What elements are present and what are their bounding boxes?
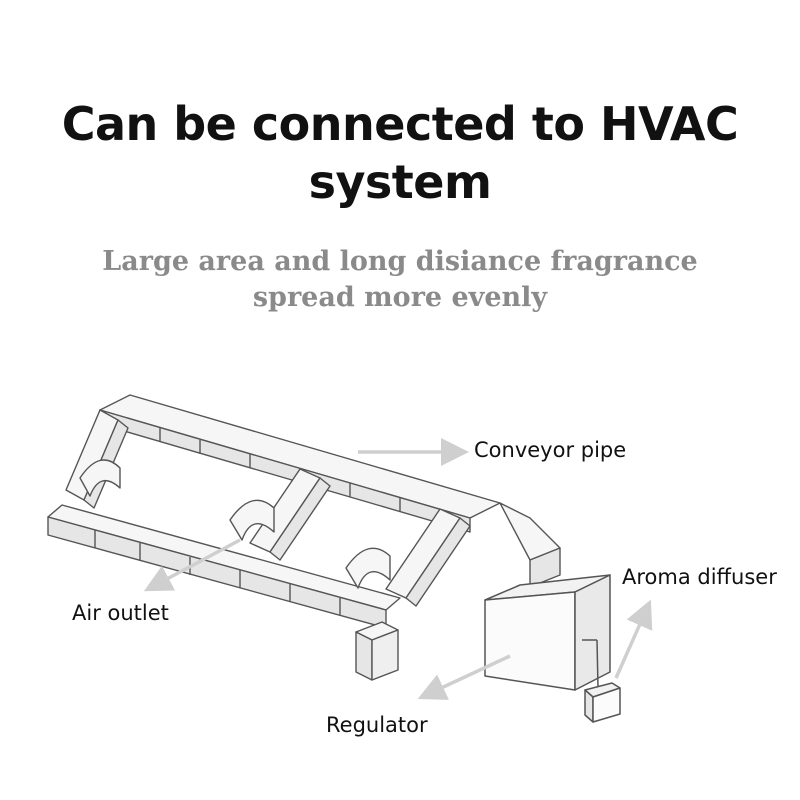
air-outlet-label: Air outlet: [72, 601, 169, 625]
pointer-arrows: [143, 438, 653, 700]
outlet-elbow-right: [345, 547, 391, 589]
air-outlet-arrow: [143, 538, 241, 592]
subtitle-line-1: Large area and long disiance fragrance: [102, 246, 698, 277]
page-title: Can be connected to HVAC system: [0, 95, 800, 211]
conveyor-pipe-label: Conveyor pipe: [474, 438, 627, 462]
title-line-2: system: [308, 155, 492, 209]
regulator-feed-duct: [499, 502, 561, 588]
middle-cross-duct: [249, 468, 331, 561]
regulator-arrow: [417, 654, 511, 700]
page-subtitle: Large area and long disiance fragrance s…: [0, 244, 800, 316]
title-line-1: Can be connected to HVAC: [61, 97, 739, 151]
front-main-duct: [47, 504, 401, 629]
regulator-unit: [484, 574, 611, 691]
duct-network: [47, 394, 561, 681]
regulator-label: Regulator: [326, 713, 428, 737]
right-cross-duct: [385, 508, 471, 607]
aroma-diffuser-label: Aroma diffuser: [622, 565, 777, 589]
outlet-elbow-left: [79, 459, 121, 497]
subtitle-line-2: spread more evenly: [252, 282, 548, 313]
left-cross-duct: [65, 409, 129, 509]
outlet-elbow-middle: [229, 499, 275, 541]
vertical-drop-duct: [355, 621, 399, 681]
aroma-diffuser-arrow: [614, 599, 653, 679]
aroma-diffuser-device: [584, 639, 621, 723]
back-duct: [99, 394, 501, 533]
